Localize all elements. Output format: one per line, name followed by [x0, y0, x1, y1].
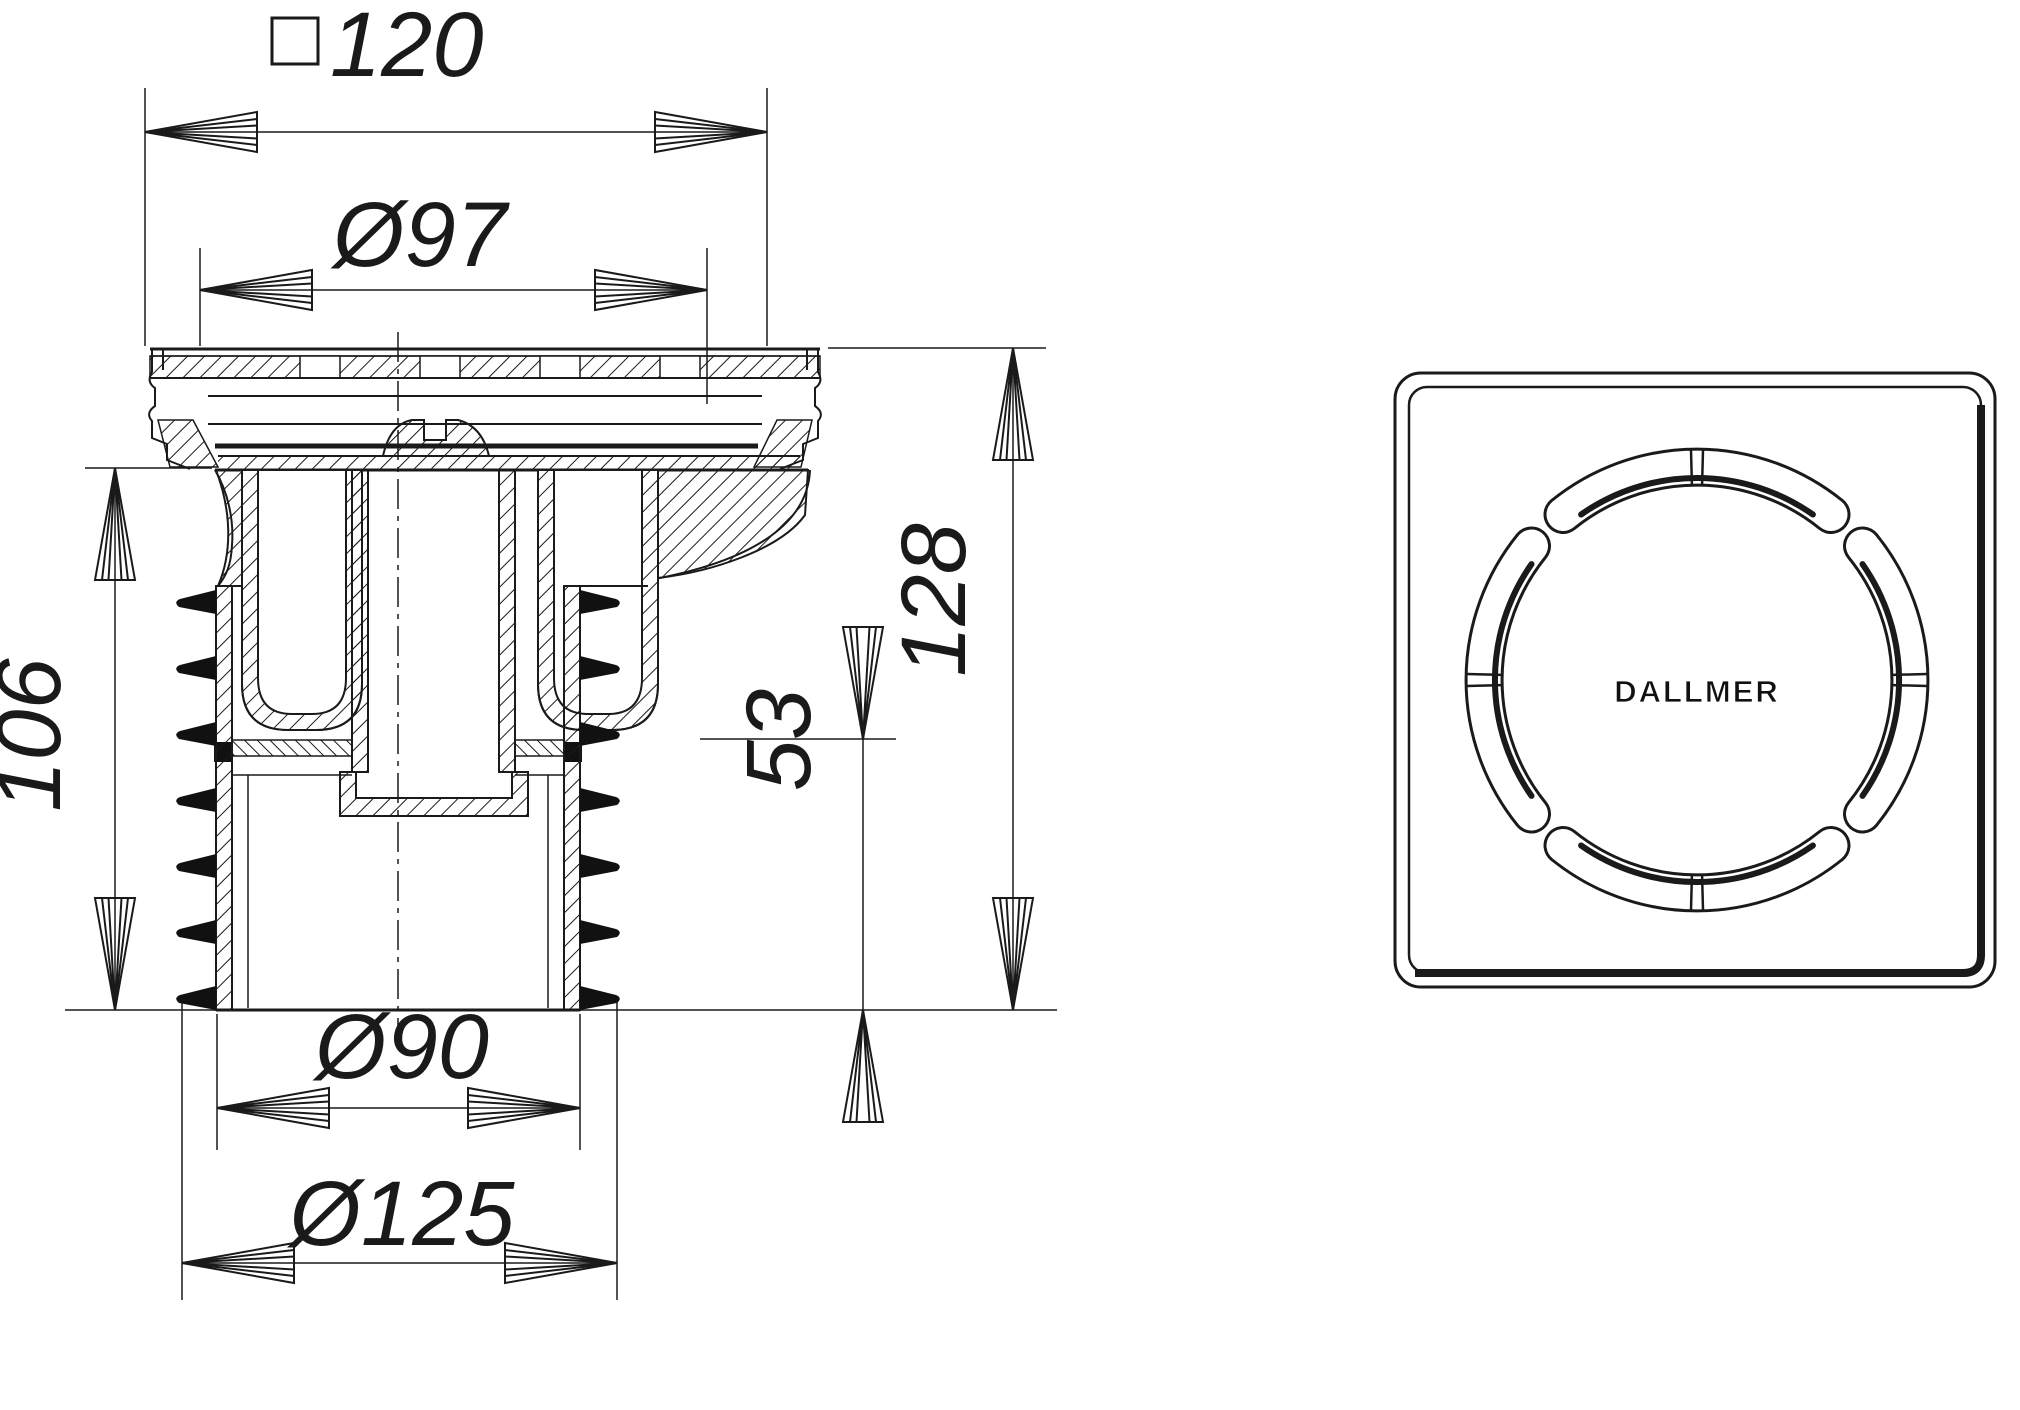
bell-right-outline [581, 469, 811, 587]
grate-section-hatch [149, 355, 821, 379]
dim-label-spigot-length: 53 [728, 689, 830, 791]
left-channel [241, 469, 363, 731]
dim-label-body-height: 106 [0, 657, 80, 811]
dim-label-flange-diameter: Ø125 [286, 1163, 515, 1265]
section-view: 120 Ø97 106 128 [0, 0, 1057, 1300]
grate-slots [299, 355, 701, 379]
gasket-fins [176, 590, 620, 1010]
brand-logo: DALLMER [1614, 674, 1780, 709]
dim-outlet-diameter: Ø90 [216, 996, 581, 1150]
cover-shadow-edge [1415, 405, 1985, 977]
top-view: DALLMER [1393, 371, 1997, 989]
dim-label-grate-diameter: Ø97 [330, 184, 510, 286]
central-tube [339, 469, 529, 817]
drain-slots [1464, 447, 1930, 913]
dim-label-outlet-diameter: Ø90 [312, 996, 489, 1098]
dim-spigot-length: 53 [700, 626, 896, 1123]
dim-grate-diameter: Ø97 [199, 184, 708, 404]
dim-flange-diameter: Ø125 [181, 1002, 618, 1300]
dim-total-height: 128 [828, 347, 1046, 1011]
bell-left-outline [214, 469, 234, 587]
frame-lines [208, 395, 762, 449]
dim-label-total-height: 128 [883, 523, 985, 677]
dim-label-square-width: 120 [330, 0, 484, 96]
dim-body-height: 106 [0, 467, 212, 1011]
clamp-hump [381, 419, 491, 457]
square-symbol [270, 16, 320, 66]
seal-shelf [214, 739, 582, 1008]
frame-left-clip [148, 350, 220, 470]
dim-square-120: 120 [144, 0, 768, 346]
